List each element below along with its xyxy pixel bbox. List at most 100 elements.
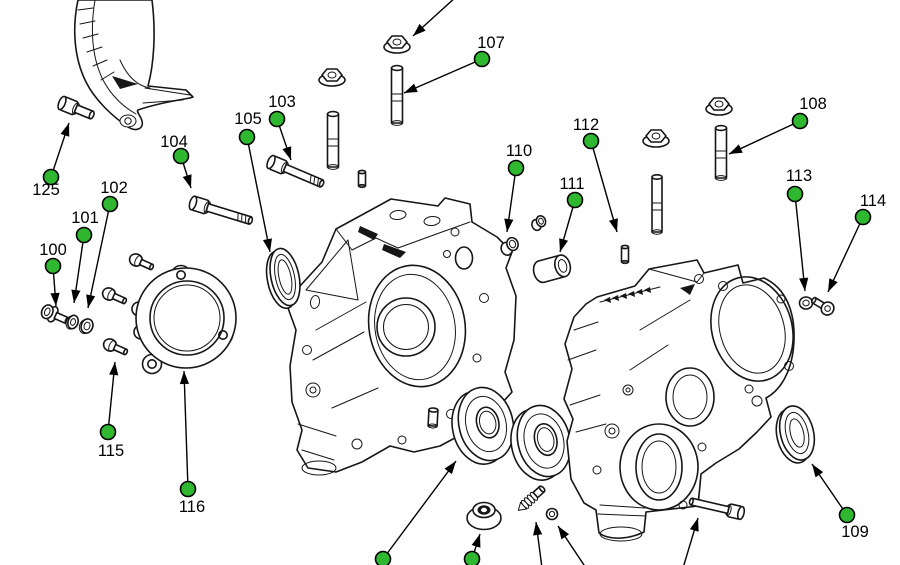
part-number-104: 104: [160, 133, 188, 151]
part-marker-107[interactable]: [473, 50, 491, 68]
part-number-114: 114: [860, 192, 886, 210]
leader-arrowhead-101: [71, 289, 81, 303]
flange-nut-art: [642, 129, 670, 148]
oil-seal-109-art: [775, 405, 816, 464]
washer-102-art: [78, 318, 94, 335]
part-number-116: 116: [179, 498, 205, 516]
leader-arrowhead-113: [799, 277, 809, 291]
part-marker-bearing[interactable]: [374, 550, 392, 565]
part-number-105: 105: [234, 110, 262, 128]
bearing-art: [510, 404, 572, 481]
leader-line-112: [590, 140, 618, 233]
part-number-101: 101: [71, 209, 99, 227]
bolt-114-art: [810, 296, 835, 316]
part-number-111: 111: [559, 175, 584, 193]
leader-arrowhead-109: [812, 464, 824, 478]
leader-arrowhead-107: [404, 83, 418, 93]
part-number-110: 110: [506, 142, 532, 160]
bolt-104-art: [188, 195, 254, 225]
leader-line-105: [246, 136, 271, 253]
dowel-pin-112-art: [620, 244, 630, 265]
part-marker-103[interactable]: [268, 110, 286, 128]
leader-line-116: [183, 370, 189, 490]
part-marker-101[interactable]: [75, 226, 93, 244]
o-ring-art: [545, 507, 559, 521]
leader-line-102: [87, 203, 111, 309]
part-number-100: 100: [39, 241, 67, 259]
stud-108-art: [714, 124, 728, 181]
part-number-113: 113: [786, 167, 812, 185]
leader-arrowhead-o-ring: [558, 526, 570, 540]
dowel-pin-art: [357, 169, 367, 189]
part-number-107: 107: [477, 34, 505, 52]
exploded-parts-artwork: [40, 0, 835, 542]
leader-arrowhead-110: [504, 218, 514, 232]
part-marker-105[interactable]: [238, 128, 256, 146]
part-number-109: 109: [841, 523, 869, 541]
stud-art: [326, 110, 340, 170]
bolt-125-art: [57, 95, 95, 120]
leader-arrowhead-111: [559, 238, 569, 252]
washer-113-art: [798, 296, 814, 310]
leader-arrowhead-112: [609, 218, 618, 232]
leader-arrowhead-top-nut: [413, 23, 426, 36]
bushing-art: [531, 215, 547, 232]
part-marker-108[interactable]: [791, 112, 809, 130]
leader-arrowhead-grub-screw: [533, 522, 543, 536]
part-marker-113[interactable]: [786, 185, 804, 203]
leader-line-108: [728, 120, 801, 155]
part-marker-115[interactable]: [99, 423, 117, 441]
plug-bushing-art: [466, 501, 502, 531]
part-marker-102[interactable]: [101, 195, 119, 213]
part-number-103: 103: [268, 93, 296, 111]
cover-screw-115-art: [102, 338, 129, 356]
cover-plate-116-art: [131, 264, 237, 375]
part-number-115: 115: [98, 442, 124, 460]
leader-arrowhead-long-bolt: [689, 518, 699, 532]
washer-101-art: [65, 314, 79, 330]
cover-screw-art: [101, 287, 128, 305]
leader-arrowhead-105: [262, 238, 272, 252]
leader-line-107: [403, 58, 483, 94]
part-number-112: 112: [573, 116, 599, 134]
cover-screw-art: [128, 253, 155, 271]
part-marker-111[interactable]: [566, 191, 584, 209]
part-marker-plug-bushing[interactable]: [463, 550, 481, 565]
leader-arrowhead-102: [86, 294, 96, 308]
plug-111-art: [532, 254, 572, 284]
bolt-103-art: [266, 154, 325, 188]
leader-arrowhead-115: [109, 362, 119, 376]
part-marker-104[interactable]: [172, 147, 190, 165]
part-number-102: 102: [100, 179, 128, 197]
leader-arrowhead-104: [182, 174, 192, 188]
part-marker-110[interactable]: [507, 159, 525, 177]
leader-arrowhead-100: [50, 292, 60, 306]
guard-bracket-art: [73, 0, 194, 131]
part-number-125: 125: [32, 181, 60, 199]
part-marker-116[interactable]: [179, 480, 197, 498]
leader-arrowhead-108: [729, 144, 743, 154]
leader-arrowhead-125: [60, 123, 70, 137]
flange-nut-art: [383, 35, 411, 54]
leader-arrowhead-plug-bushing: [471, 534, 481, 548]
part-marker-125[interactable]: [42, 168, 60, 186]
oil-seal-105-art: [265, 247, 301, 310]
bearing-art: [451, 386, 515, 465]
part-marker-114[interactable]: [854, 208, 872, 226]
part-number-108: 108: [799, 95, 827, 113]
leader-line-113: [794, 193, 806, 292]
leader-arrowhead-116: [179, 371, 190, 385]
leader-line-114: [827, 216, 864, 293]
part-marker-100[interactable]: [44, 257, 62, 275]
bushing-110-art: [500, 236, 519, 256]
part-marker-112[interactable]: [582, 132, 600, 150]
leader-arrowhead-114: [828, 278, 838, 292]
part-marker-109[interactable]: [838, 506, 856, 524]
flange-nut-art: [705, 97, 733, 116]
crankcase-right-art: [563, 259, 795, 542]
stud-art: [651, 173, 663, 235]
leader-arrowhead-bearing: [444, 461, 456, 475]
